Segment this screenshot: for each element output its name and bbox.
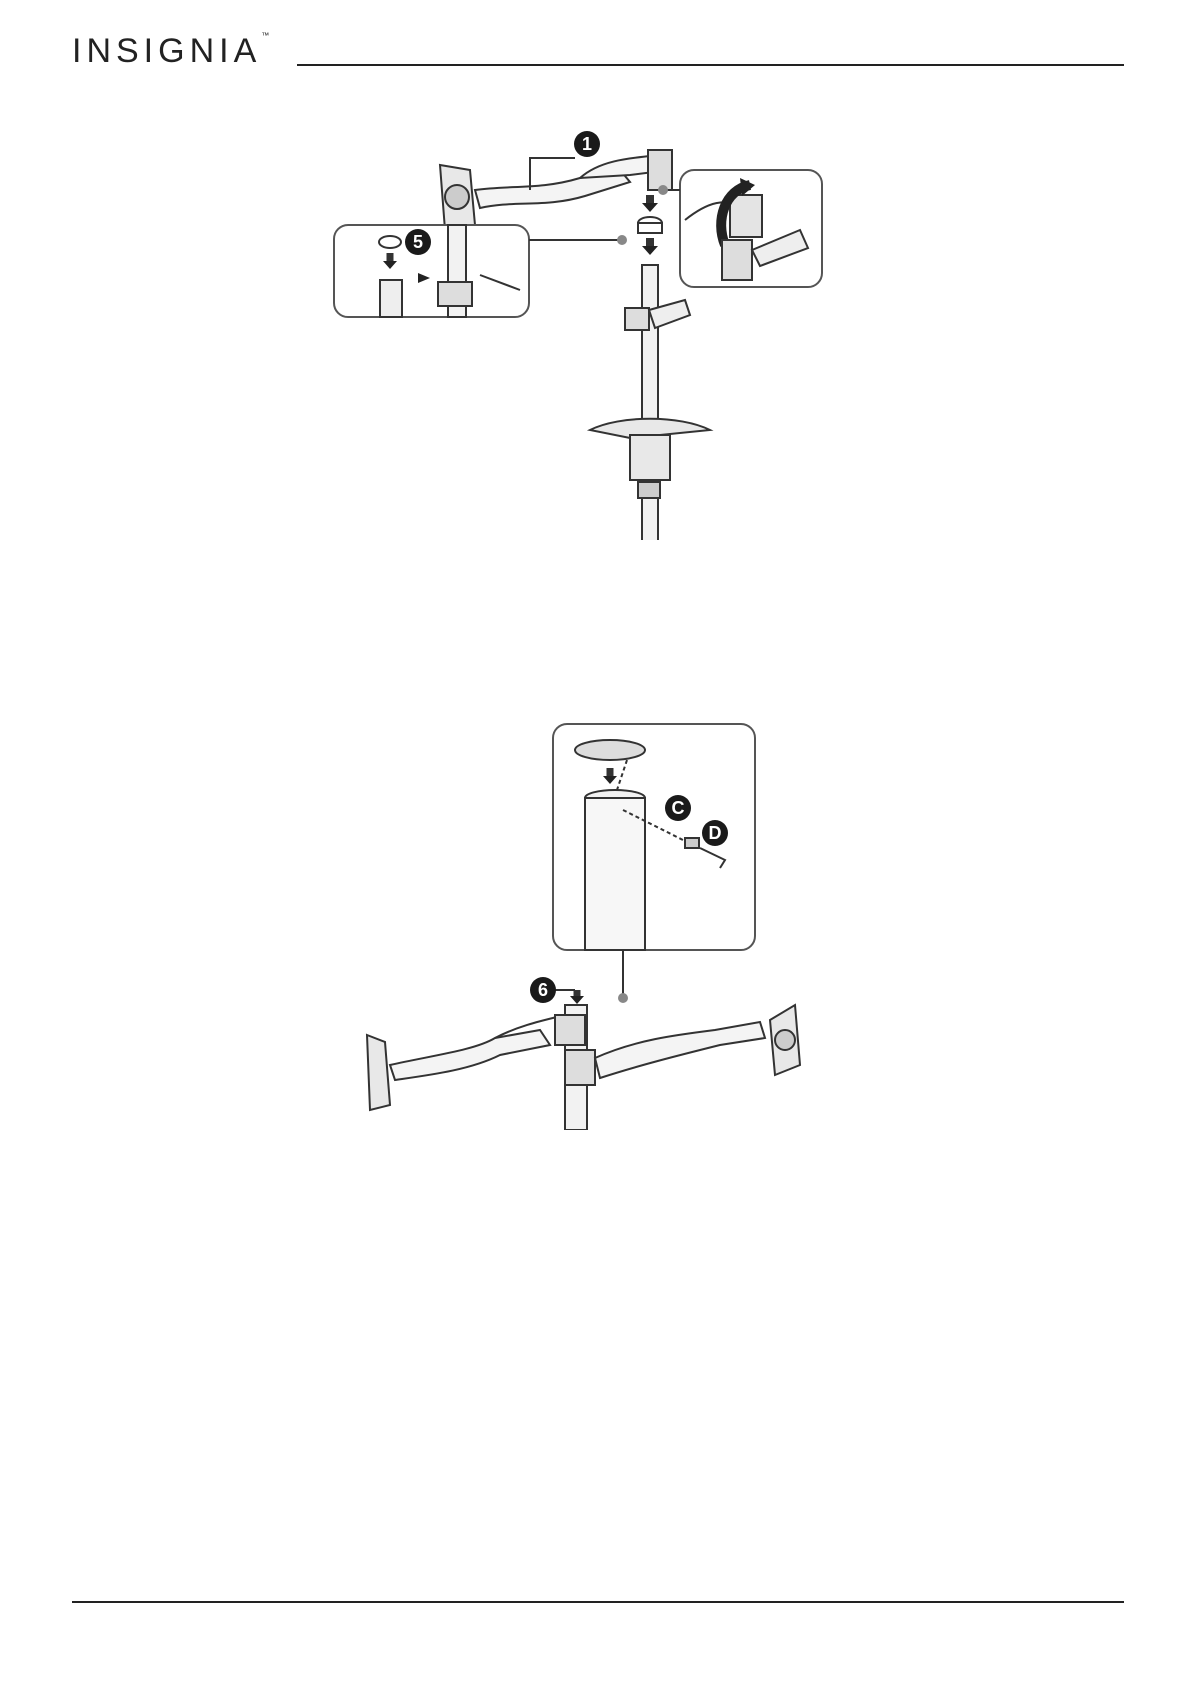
brand-logo: INSIGNIA™ [72, 34, 269, 68]
figure-2-illustration: 6 C D [355, 720, 835, 1130]
footer-rule [72, 1601, 1124, 1603]
callout-6-label: 6 [538, 980, 548, 1000]
page-header: INSIGNIA™ [72, 30, 1124, 70]
trademark-mark: ™ [261, 31, 269, 40]
callout-d-label: D [709, 823, 722, 843]
callout-c-label: C [672, 798, 685, 818]
figure-2-cap-installation: 6 C D [355, 720, 835, 1130]
figure-1-arm-assembly: 1 5 [330, 130, 870, 540]
figure-1-illustration: 1 5 [330, 130, 870, 540]
header-rule [297, 64, 1124, 66]
callout-1-label: 1 [582, 134, 592, 154]
brand-name: INSIGNIA [72, 32, 261, 70]
callout-5-label: 5 [413, 232, 423, 252]
